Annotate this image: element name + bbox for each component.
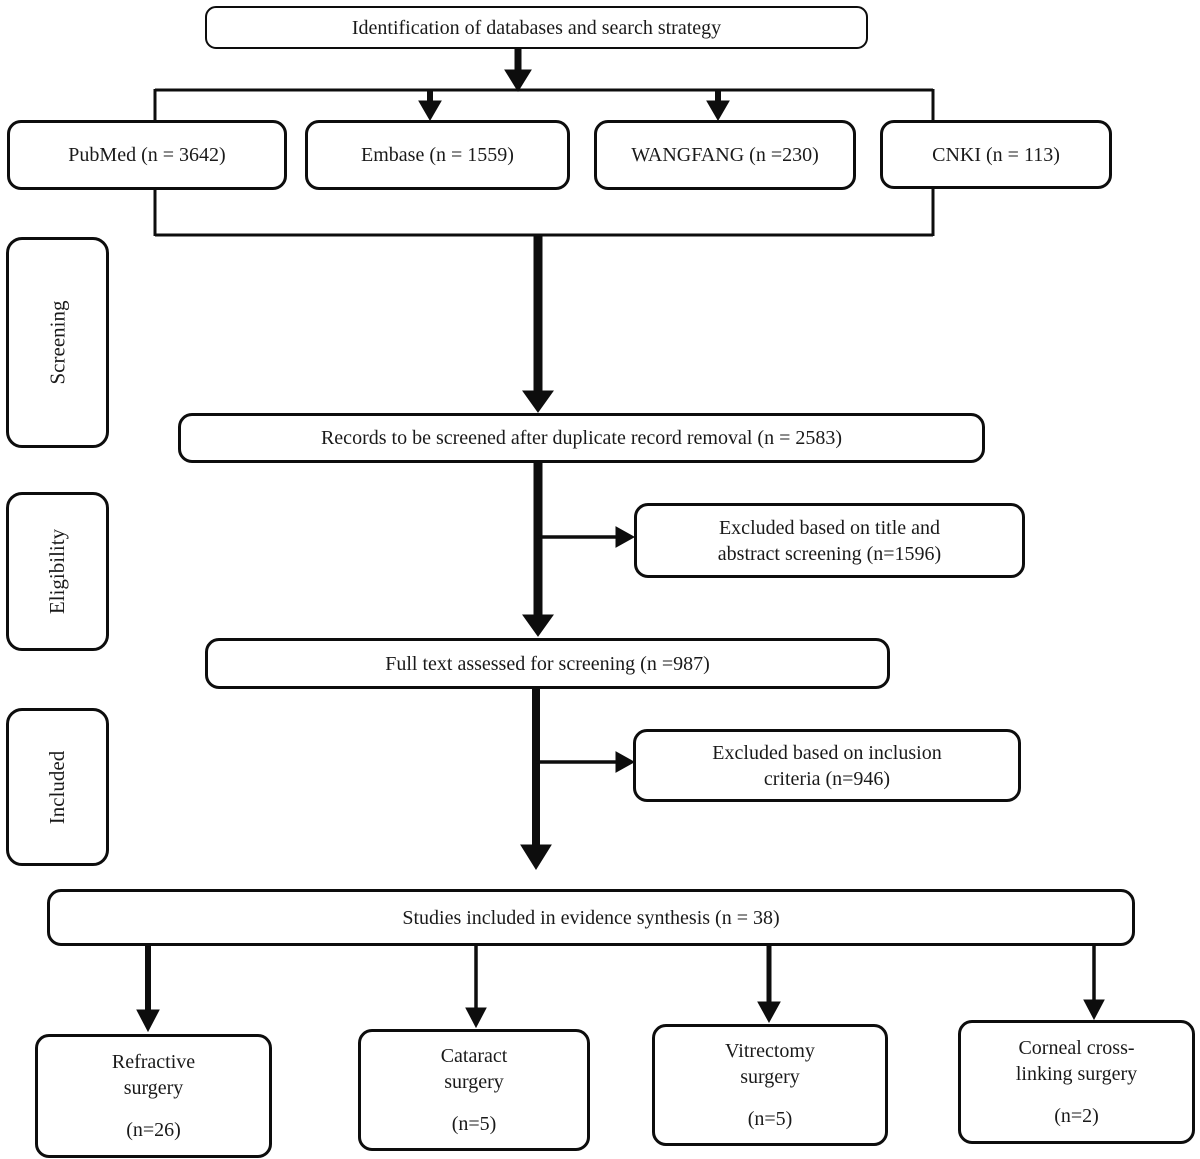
corneal-line2: linking surgery xyxy=(1015,1063,1138,1085)
excluded-title-abstract-box: Excluded based on title and abstract scr… xyxy=(634,503,1025,578)
records-screened-box: Records to be screened after duplicate r… xyxy=(178,413,985,463)
excluded-inclusion-line2: criteria (n=946) xyxy=(763,767,891,790)
arrow-to-corneal xyxy=(1083,946,1105,1021)
arrow-to-vitrectomy xyxy=(757,946,781,1024)
cataract-surgery-label: Cataract surgery (n=5) xyxy=(371,1043,577,1137)
cataract-count: (n=5) xyxy=(451,1113,497,1135)
corneal-crosslinking-label: Corneal cross- linking surgery (n=2) xyxy=(971,1035,1182,1129)
corneal-count: (n=2) xyxy=(1054,1105,1099,1127)
wangfang-box: WANGFANG (n =230) xyxy=(594,120,856,190)
stage-eligibility-box: Eligibility xyxy=(6,492,109,651)
stage-screening-label: Screening xyxy=(44,300,69,385)
identification-label: Identification of databases and search s… xyxy=(351,16,722,39)
vitrectomy-count: (n=5) xyxy=(747,1108,793,1130)
vitrectomy-line2: surgery xyxy=(740,1066,800,1088)
records-screened-label: Records to be screened after duplicate r… xyxy=(320,427,843,449)
fulltext-assessed-label: Full text assessed for screening (n =987… xyxy=(385,652,710,675)
arrow-top-to-bracket xyxy=(504,48,532,92)
flow-arrows xyxy=(136,48,1105,1033)
cnki-box: CNKI (n = 113) xyxy=(880,120,1112,189)
excluded-inclusion-box: Excluded based on inclusion criteria (n=… xyxy=(633,729,1021,802)
studies-included-box: Studies included in evidence synthesis (… xyxy=(47,889,1135,946)
cataract-line1: Cataract xyxy=(440,1045,508,1067)
vitrectomy-line1: Vitrectomy xyxy=(725,1040,815,1062)
stage-eligibility-label: Eligibility xyxy=(44,528,69,615)
branch-to-excluded-inclusion xyxy=(536,751,636,773)
arrow-fulltext-to-studies xyxy=(520,688,552,870)
excluded-inclusion-line1: Excluded based on inclusion xyxy=(712,741,942,764)
stage-screening-box: Screening xyxy=(6,237,109,448)
cnki-label: CNKI (n = 113) xyxy=(932,143,1060,166)
excluded-inclusion-label: Excluded based on inclusion criteria (n=… xyxy=(646,740,1008,792)
arrow-to-embase xyxy=(418,90,442,121)
refractive-count: (n=26) xyxy=(126,1119,181,1141)
refractive-line2: surgery xyxy=(123,1077,184,1099)
arrow-to-records xyxy=(522,235,554,413)
refractive-line1: Refractive xyxy=(111,1051,196,1073)
embase-label: Embase (n = 1559) xyxy=(361,144,514,166)
corneal-line1: Corneal cross- xyxy=(1018,1037,1135,1059)
fulltext-assessed-box: Full text assessed for screening (n =987… xyxy=(205,638,890,689)
corneal-crosslinking-box: Corneal cross- linking surgery (n=2) xyxy=(958,1020,1195,1144)
identification-box: Identification of databases and search s… xyxy=(205,6,868,49)
cataract-surgery-box: Cataract surgery (n=5) xyxy=(358,1029,590,1151)
studies-included-label: Studies included in evidence synthesis (… xyxy=(402,906,780,929)
stage-included-box: Included xyxy=(6,708,109,866)
wangfang-label: WANGFANG (n =230) xyxy=(631,144,819,166)
refractive-surgery-label: Refractive surgery (n=26) xyxy=(48,1049,259,1143)
excluded-title-abstract-label: Excluded based on title and abstract scr… xyxy=(647,515,1012,567)
arrow-to-refractive xyxy=(136,946,160,1033)
pubmed-label: PubMed (n = 3642) xyxy=(68,144,226,166)
excluded-title-line1: Excluded based on title and xyxy=(718,516,941,539)
arrow-to-cataract xyxy=(465,946,487,1029)
pubmed-box: PubMed (n = 3642) xyxy=(7,120,287,190)
cataract-line2: surgery xyxy=(444,1071,504,1093)
vitrectomy-surgery-box: Vitrectomy surgery (n=5) xyxy=(652,1024,888,1146)
branch-to-excluded-title xyxy=(538,526,636,548)
refractive-surgery-box: Refractive surgery (n=26) xyxy=(35,1034,272,1158)
stage-included-label: Included xyxy=(44,750,69,824)
arrow-to-wangfang xyxy=(706,90,730,121)
arrow-records-to-fulltext xyxy=(522,462,554,637)
vitrectomy-surgery-label: Vitrectomy surgery (n=5) xyxy=(665,1038,875,1132)
embase-box: Embase (n = 1559) xyxy=(305,120,570,190)
excluded-title-line2: abstract screening (n=1596) xyxy=(717,542,942,565)
